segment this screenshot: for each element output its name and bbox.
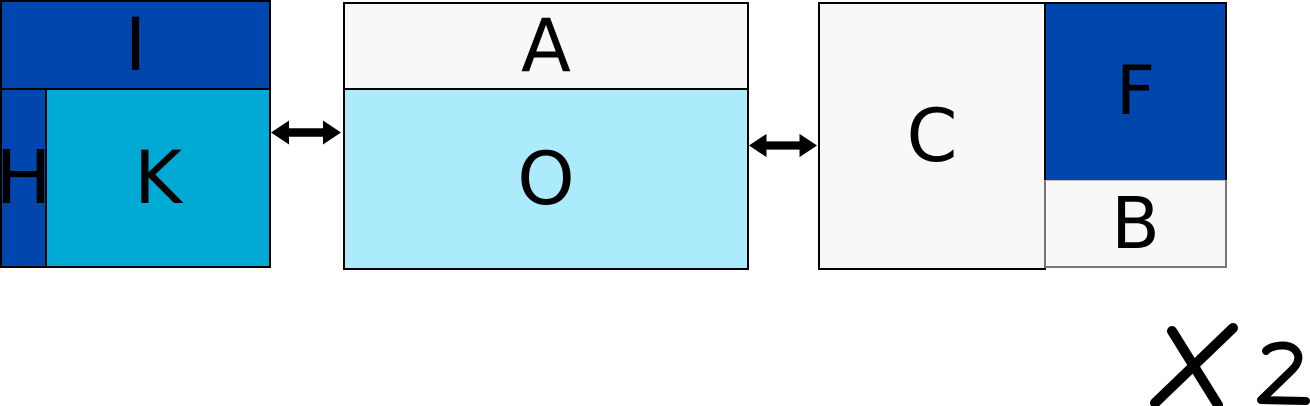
block-o: O <box>343 88 749 270</box>
times-two-annotation <box>1150 323 1310 406</box>
block-f-label: F <box>1115 52 1156 131</box>
block-f: F <box>1044 2 1227 180</box>
block-h: H <box>0 88 51 268</box>
block-b-label: B <box>1111 182 1160 265</box>
block-a-label: A <box>521 3 571 89</box>
block-k: K <box>45 88 271 268</box>
block-h-label: H <box>0 135 52 221</box>
block-c: C <box>818 2 1046 270</box>
block-i-label: I <box>124 2 147 88</box>
block-i: I <box>0 0 271 90</box>
block-b: B <box>1044 180 1227 268</box>
block-k-label: K <box>134 135 182 221</box>
block-o-label: O <box>517 136 575 222</box>
block-a: A <box>343 2 749 90</box>
double-arrow-icon <box>271 120 341 145</box>
block-c-label: C <box>906 93 958 179</box>
double-arrow-icon <box>748 133 818 158</box>
